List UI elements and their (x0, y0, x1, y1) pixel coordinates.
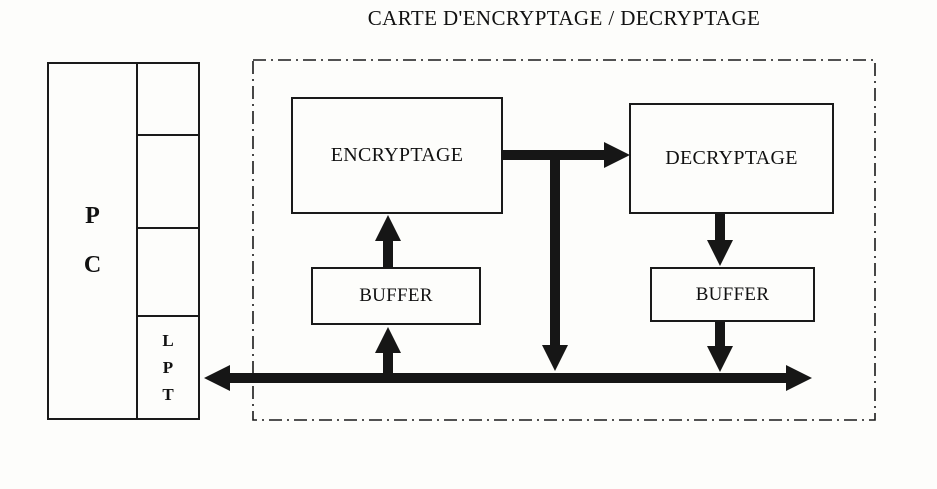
pc-column-cell (138, 64, 198, 136)
lpt-letter: P (162, 357, 174, 377)
diagram-title: CARTE D'ENCRYPTAGE / DECRYPTAGE (367, 6, 761, 30)
arrow-encryptage-to-decryptage-icon (501, 142, 630, 168)
bus-double-arrow-icon (204, 365, 812, 391)
pc-column-cell (138, 136, 198, 229)
lpt-letter: T (162, 385, 174, 405)
arrow-bus-to-bufferleft-icon (375, 327, 401, 374)
buffer-right-label: BUFFER (695, 283, 770, 305)
decryptage-label: DECRYPTAGE (665, 147, 798, 169)
lpt-port-cell: L P T (138, 317, 198, 418)
pc-box: P C (47, 62, 138, 420)
encryptage-label: ENCRYPTAGE (330, 144, 464, 166)
lpt-letter: L (162, 330, 174, 350)
pc-side-column: L P T (136, 62, 200, 420)
pc-label-p: P (85, 203, 100, 229)
arrow-bufferleft-to-encryptage-icon (375, 215, 401, 268)
pc-label-c: C (83, 252, 102, 278)
arrow-link-to-bus-icon (542, 150, 568, 371)
pc-column-cell (138, 229, 198, 317)
encryptage-block: ENCRYPTAGE (291, 97, 503, 214)
decryptage-block: DECRYPTAGE (629, 103, 834, 214)
buffer-right-block: BUFFER (650, 267, 815, 322)
buffer-left-block: BUFFER (311, 267, 481, 325)
buffer-left-label: BUFFER (359, 285, 433, 306)
arrow-bufferright-to-bus-icon (707, 322, 733, 372)
arrow-decryptage-to-bufferright-icon (707, 214, 733, 266)
